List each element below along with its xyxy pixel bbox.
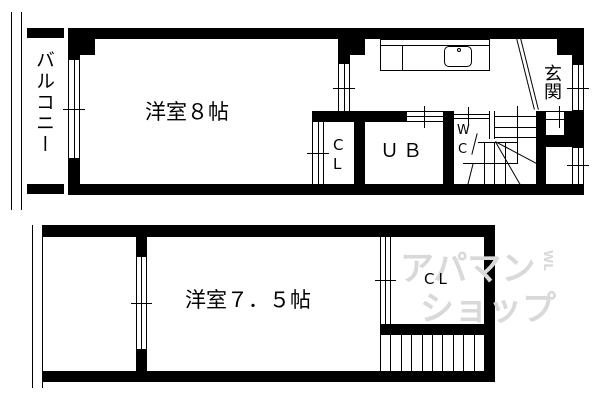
wc-right-edge-b — [494, 111, 495, 139]
western-room-8-label: 洋室８帖 — [145, 100, 229, 124]
f1-ub-door-mark — [424, 106, 425, 128]
closet-2-label: CL — [424, 270, 451, 288]
wc-diag-2 — [467, 163, 474, 185]
f1-entrance-shoe-box-mark — [559, 106, 560, 128]
wc-right-edge-a — [489, 111, 490, 139]
western-room-7-5-label: 洋室７．５帖 — [185, 288, 311, 312]
closet-label-l: L — [333, 155, 342, 173]
f1-ub-door-mid — [407, 116, 443, 117]
f2-closet-bottom-wall — [380, 324, 488, 335]
wc-diag-1 — [471, 133, 478, 155]
f2-outer-rail-a — [32, 225, 33, 388]
balcony-rail-inner — [21, 12, 22, 210]
f1-bottom-wall — [68, 184, 584, 195]
f1-left-wall-corner — [68, 28, 95, 55]
kitchen-counter-back — [380, 45, 490, 46]
unit-bath-label: ＵＢ — [380, 140, 427, 162]
wc-label-w: W — [457, 123, 470, 138]
f2-bottom-wall — [42, 371, 495, 382]
f1-entrance-wall-right-small — [564, 111, 572, 147]
balcony-label: バルコニー — [33, 50, 55, 155]
balcony-top-edge — [27, 28, 64, 38]
f1-room-partition-top — [338, 28, 350, 64]
kitchen-sink — [444, 46, 472, 67]
f1-entrance-wall-left — [536, 111, 546, 195]
watermark-line1: アパマン — [400, 249, 536, 289]
balcony-bottom-edge — [27, 184, 64, 194]
f2-outer-rail-b — [42, 225, 43, 388]
wc-door-top-b — [454, 118, 490, 119]
f2-right-wall — [484, 225, 495, 382]
f1-top-wall — [68, 28, 584, 39]
wc-door-mark — [468, 107, 469, 125]
f1-right-window-upper-mark — [567, 88, 589, 89]
kitchen-sink-drain — [457, 48, 461, 52]
entrance-label: 玄関 — [541, 64, 562, 100]
f1-left-window-mark — [63, 109, 85, 110]
f2-partition-top — [136, 225, 147, 257]
f1-left-wall-bottom — [68, 158, 80, 195]
f1-ub-wc-wall — [443, 111, 454, 195]
f2-partition-window-mark — [131, 303, 152, 304]
kitchen-counter-divider — [402, 45, 403, 71]
closet-label-c: C — [333, 136, 344, 154]
entrance-door-swing-a — [516, 37, 535, 110]
f2-top-wall — [42, 225, 495, 237]
f1-room-door-mark — [333, 88, 355, 89]
f1-right-window-lower-mid — [578, 148, 579, 184]
balcony-rail-outer — [11, 12, 12, 210]
f2-closet-door-mark — [375, 280, 396, 281]
f1-closet-ub-wall — [354, 111, 365, 195]
f1-right-window-upper-mid — [578, 65, 579, 110]
f2-closet-door-mid — [385, 237, 386, 325]
watermark-line2: ショップ — [420, 289, 556, 329]
f1-closet-door-mark — [307, 153, 329, 154]
f1-right-window-lower-mark — [567, 165, 589, 166]
f1-right-wall-top — [572, 28, 584, 65]
wc-label-c: C — [458, 142, 468, 157]
entrance-door-swing-b — [520, 37, 539, 110]
wc-door-top-a — [454, 114, 490, 115]
watermark-small: WL — [541, 250, 555, 271]
kitchen-counter — [380, 39, 490, 71]
f2-partition-bottom — [136, 349, 147, 382]
